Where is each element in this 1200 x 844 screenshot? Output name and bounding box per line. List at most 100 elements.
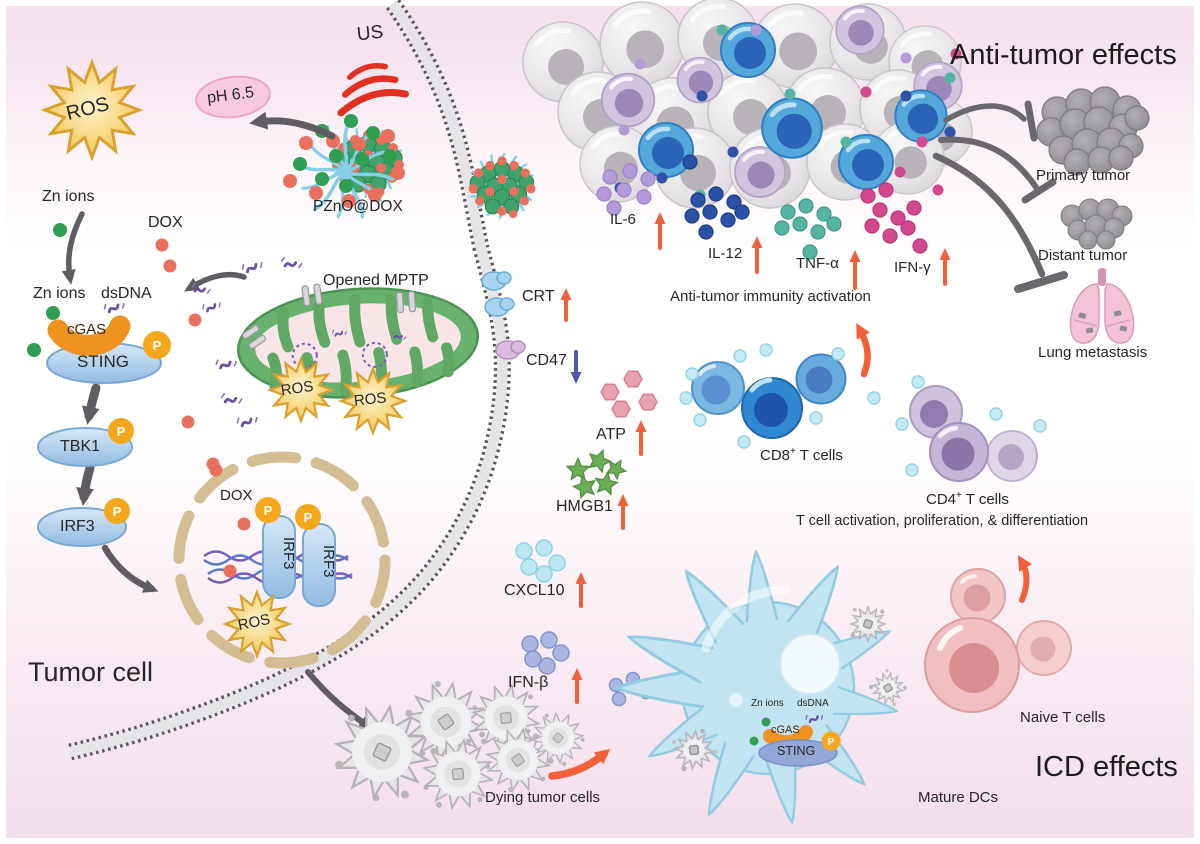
cd4-text: CD4 (926, 491, 957, 508)
cd8-t-cells-label: CD8+ T cells (760, 446, 843, 465)
cytoplasm-dox-dots (181, 313, 220, 471)
tbk1-label: TBK1 (60, 438, 101, 455)
dc-sting-label: STING (777, 744, 816, 758)
cd8-t-cells (691, 353, 847, 439)
ros-label: ROS (353, 389, 388, 410)
immunity-activation-label: Anti-tumor immunity activation (670, 288, 871, 305)
distant-tumor-label: Distant tumor (1038, 247, 1128, 264)
irf3-channel-label: IRF3 (280, 537, 297, 570)
mature-dcs-label: Mature DCs (918, 789, 999, 806)
nucleus (173, 451, 391, 669)
ifn-gamma-label: IFN-γ (894, 259, 931, 276)
released-dox (283, 129, 405, 208)
phospho-circle (295, 504, 321, 530)
cgas-sting-complex (27, 282, 223, 384)
dc-zn-ions-label: Zn ions (751, 698, 784, 709)
inhibition-arrows (932, 100, 1068, 293)
dying-tumor-cells-label: Dying tumor cells (485, 789, 601, 806)
dc-vesicle (779, 633, 841, 695)
phospho-label: P (828, 737, 835, 748)
tumor-cell-label: Tumor cell (28, 657, 154, 687)
il12-dots (682, 154, 750, 240)
indicator-arrows (548, 212, 1033, 780)
ultrasound-waves-icon (337, 62, 409, 117)
phospho-label: P (117, 424, 126, 439)
pathway-arrows (61, 111, 374, 730)
mitochondria (236, 287, 480, 399)
zn-ions-label: Zn ions (42, 188, 95, 205)
icd-effects-title: ICD effects (1035, 751, 1178, 783)
tumor-mass (523, 0, 972, 208)
t-cell-stimulation-dots (679, 343, 1047, 477)
lungs (1069, 268, 1135, 344)
anti-tumor-effects-title: Anti-tumor effects (950, 39, 1177, 71)
il12-label: IL-12 (708, 245, 743, 262)
cxcl10-label: CXCL10 (504, 582, 565, 599)
irf3-channel (255, 497, 336, 607)
atp-label: ATP (596, 426, 626, 443)
cell-membrane (68, 0, 511, 761)
dox-label: DOX (148, 214, 183, 231)
sting-label: STING (77, 352, 129, 371)
cd4-t-cells-label: CD4+ T cells (926, 490, 1009, 509)
hmgb1-stars (566, 446, 630, 500)
cd4-t-cells (909, 385, 1038, 482)
t-cell-caption: T cell activation, proliferation, & diff… (796, 513, 1089, 529)
tnf-dots (774, 198, 842, 260)
il6-label: IL-6 (610, 211, 636, 228)
phospho-circle (255, 497, 281, 523)
phospho-circle (821, 731, 841, 751)
dox-label: DOX (220, 487, 253, 504)
us-label: US (355, 21, 385, 46)
cxcl10-dots (515, 539, 566, 583)
phospho-circle (143, 331, 171, 359)
dsdna-label: dsDNA (101, 285, 152, 302)
irf3-channel-label: IRF3 (320, 545, 337, 578)
primary-tumor-cluster (1036, 86, 1150, 176)
distant-tumor-cluster (1060, 198, 1133, 250)
plus-sup: + (956, 490, 962, 501)
phospho-circle (104, 498, 130, 524)
dc-cgas-sting (749, 711, 841, 767)
crt-protein (481, 271, 515, 317)
tnf-alpha-label: TNF-α (796, 255, 839, 272)
dc-dsdna-label: dsDNA (797, 698, 829, 709)
cd47-label: CD47 (526, 352, 567, 369)
cd47-protein (495, 340, 526, 360)
immunity-up-arrow (856, 322, 871, 378)
pzno-dox-label: PZnO@DOX (313, 198, 403, 215)
cd8-text: CD8 (760, 447, 791, 464)
phospho-label: P (264, 503, 273, 518)
crt-label: CRT (522, 288, 555, 305)
opened-mptp-label: Opened MPTP (323, 272, 429, 289)
cgas-label: cGAS (67, 321, 107, 338)
zn-ions-label: Zn ions (33, 285, 86, 302)
il6-dots (596, 163, 656, 216)
cgas-crescent (47, 315, 131, 356)
plus-sup: + (790, 446, 796, 457)
phospho-label: P (304, 510, 313, 525)
nuclear-dox-dots (209, 463, 251, 578)
phospho-circle (108, 418, 134, 444)
phospho-label: P (113, 504, 122, 519)
irf3-label: IRF3 (60, 518, 95, 535)
naive-t-cells-label: Naive T cells (1020, 709, 1106, 726)
dendritic-cell (615, 549, 911, 826)
naive-t-up-arrow (1017, 555, 1033, 603)
dying-to-dc-arrow (548, 748, 611, 780)
atp-hexagons (600, 370, 658, 418)
t-cells-text: T cells (799, 447, 843, 464)
tbk1-pill (37, 418, 134, 467)
ifng-dots (860, 182, 928, 254)
ifn-beta-label: IFN-β (508, 674, 549, 691)
t-cells-text: T cells (965, 491, 1009, 508)
primary-tumor-label: Primary tumor (1036, 167, 1131, 184)
lung-metastasis-label: Lung metastasis (1038, 344, 1148, 361)
mptp-pores (241, 283, 417, 350)
hmgb1-label: HMGB1 (556, 498, 613, 515)
ph-bubble (195, 75, 271, 119)
irf3-pill (37, 498, 130, 547)
naive-t-cells (924, 568, 1072, 713)
